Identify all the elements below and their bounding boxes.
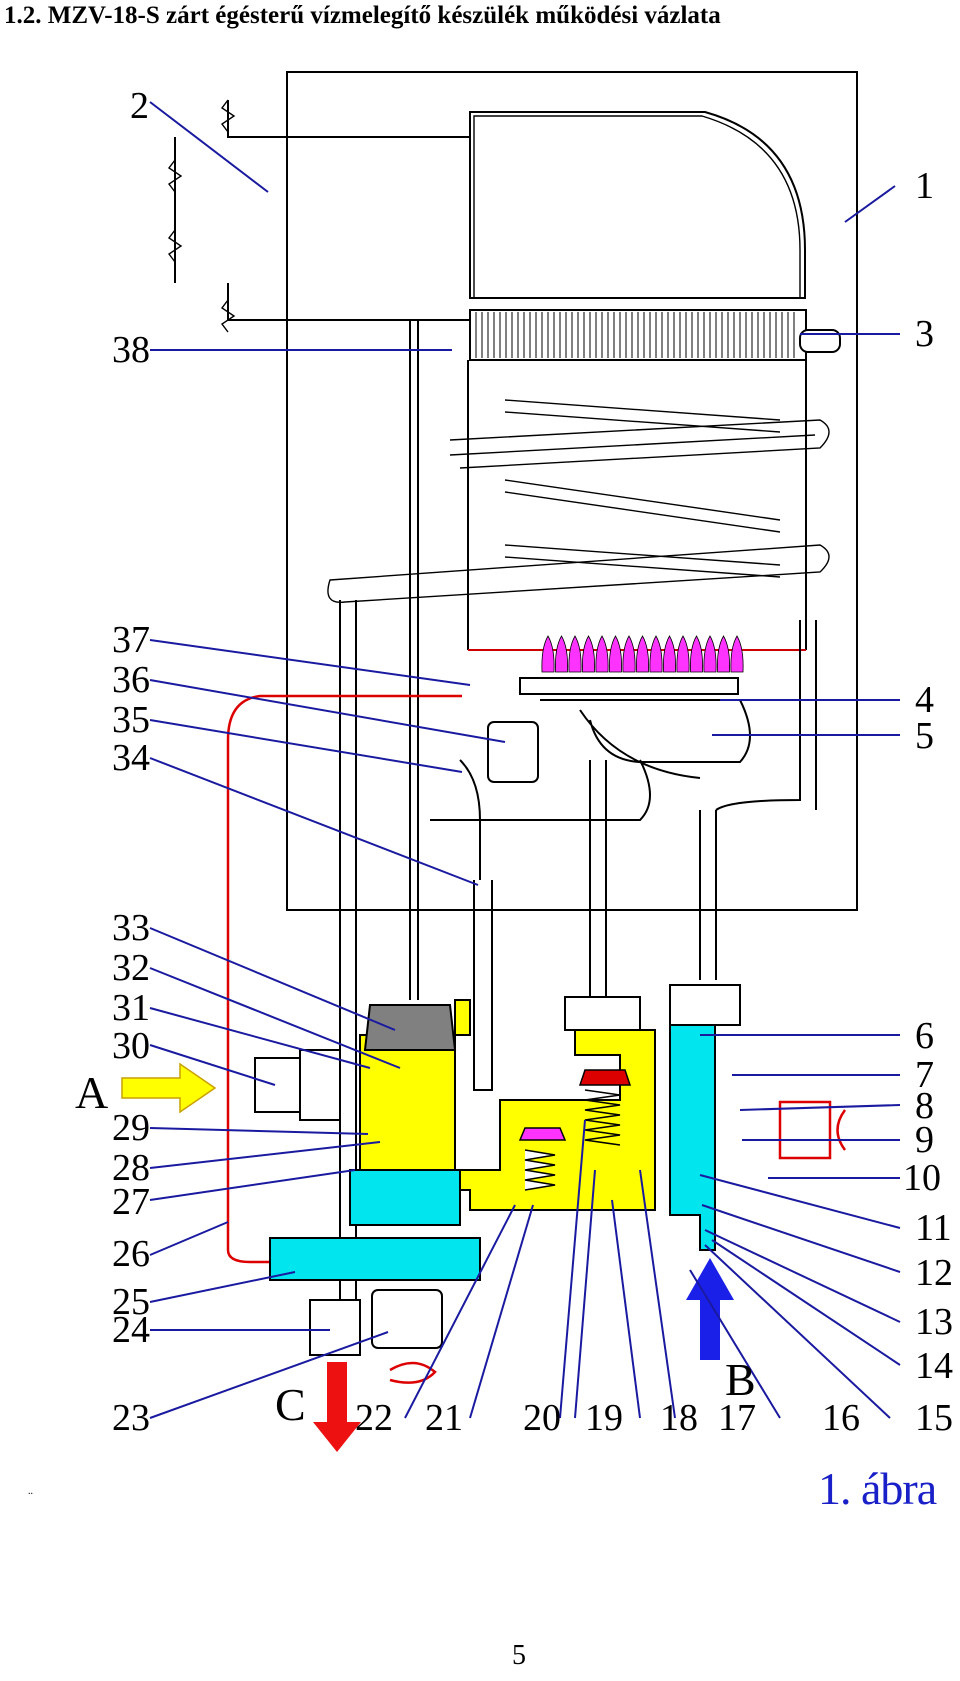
ignition-electrode-holder <box>487 721 539 783</box>
part-number-10: 10 <box>903 1157 941 1199</box>
part-number-7: 7 <box>915 1054 934 1096</box>
pressure-spring <box>584 1089 621 1146</box>
part-number-35: 35 <box>112 699 150 741</box>
label-hot-water-outlet: C <box>275 1379 306 1430</box>
burner-manifold <box>540 699 751 779</box>
flame <box>608 635 623 673</box>
flame <box>635 635 650 673</box>
part-number-8: 8 <box>915 1085 934 1127</box>
gas-regulator-housing <box>371 1289 443 1349</box>
hot-water-union <box>564 996 641 1031</box>
fan-hood <box>469 111 806 299</box>
part-number-28: 28 <box>112 1147 150 1189</box>
ignition-wire <box>226 694 462 1264</box>
gas-knob-arrow <box>389 1361 437 1384</box>
hot-water-arrow <box>313 1362 361 1452</box>
flame <box>581 635 596 673</box>
part-number-25: 25 <box>112 1281 150 1323</box>
label-cold-water-inlet: B <box>725 1354 756 1405</box>
heat-exchanger-coil <box>327 399 830 604</box>
figure-label: 1. ábra <box>818 1463 937 1514</box>
part-number-5: 5 <box>915 715 934 757</box>
part-number-37: 37 <box>112 619 150 661</box>
part-number-24: 24 <box>112 1309 150 1351</box>
part-number-31: 31 <box>112 987 150 1029</box>
temperature-knob <box>778 1100 832 1160</box>
gas-valve-cap <box>363 1004 457 1051</box>
flame <box>716 635 731 673</box>
part-number-1: 1 <box>915 165 934 207</box>
part-number-9: 9 <box>915 1119 934 1161</box>
micro-spring <box>524 1149 556 1191</box>
part-number-16: 16 <box>822 1397 860 1439</box>
part-number-22: 22 <box>355 1397 393 1439</box>
part-number-26: 26 <box>112 1233 150 1275</box>
flame <box>541 635 555 673</box>
flame <box>649 635 663 673</box>
leader-lines <box>149 101 901 1419</box>
flue-pipe <box>174 100 470 321</box>
burner-flames <box>541 635 744 673</box>
part-number-2: 2 <box>130 85 149 127</box>
part-number-11: 11 <box>915 1207 952 1249</box>
part-number-15: 15 <box>915 1397 953 1439</box>
stray-mark: .. <box>28 1486 33 1497</box>
flame <box>730 635 744 673</box>
heat-exchanger-fins <box>469 309 841 361</box>
part-number-30: 30 <box>112 1025 150 1067</box>
part-number-33: 33 <box>112 907 150 949</box>
gas-regulator-body <box>269 1237 481 1281</box>
part-number-14: 14 <box>915 1345 953 1387</box>
part-number-4: 4 <box>915 679 934 721</box>
part-number-38: 38 <box>112 329 150 371</box>
flame <box>568 635 582 673</box>
part-number-18: 18 <box>660 1397 698 1439</box>
flame <box>689 635 704 673</box>
part-number-29: 29 <box>112 1107 150 1149</box>
flame <box>554 635 569 673</box>
hot-water-outlet-fitting <box>309 1299 361 1356</box>
heater-housing <box>286 71 858 911</box>
part-number-36: 36 <box>112 659 150 701</box>
flue-break-marks <box>167 99 236 333</box>
part-number-21: 21 <box>425 1397 463 1439</box>
part-number-27: 27 <box>112 1181 150 1223</box>
page-title: 1.2. MZV-18-S zárt égésterű vízmelegítő … <box>4 2 721 29</box>
part-number-23: 23 <box>112 1397 150 1439</box>
burner <box>519 677 739 695</box>
flame <box>622 635 636 673</box>
part-number-19: 19 <box>585 1397 623 1439</box>
combustion-chamber <box>467 360 807 651</box>
page-number: 5 <box>512 1640 526 1671</box>
label-gas-inlet: A <box>75 1067 108 1118</box>
flame <box>676 635 690 673</box>
part-number-20: 20 <box>523 1397 561 1439</box>
internal-pipes <box>339 320 817 1330</box>
part-number-32: 32 <box>112 947 150 989</box>
gas-inlet-arrow <box>121 1062 217 1114</box>
cold-water-arrow <box>686 1258 734 1360</box>
part-number-12: 12 <box>915 1252 953 1294</box>
flame <box>703 635 717 673</box>
flame <box>595 635 609 673</box>
part-number-17: 17 <box>718 1397 756 1439</box>
part-number-3: 3 <box>915 313 934 355</box>
part-number-13: 13 <box>915 1301 953 1343</box>
water-valve-body <box>669 1014 716 1251</box>
cold-water-union <box>669 984 741 1026</box>
part-number-6: 6 <box>915 1015 934 1057</box>
flame <box>662 635 677 673</box>
part-number-34: 34 <box>112 737 150 779</box>
